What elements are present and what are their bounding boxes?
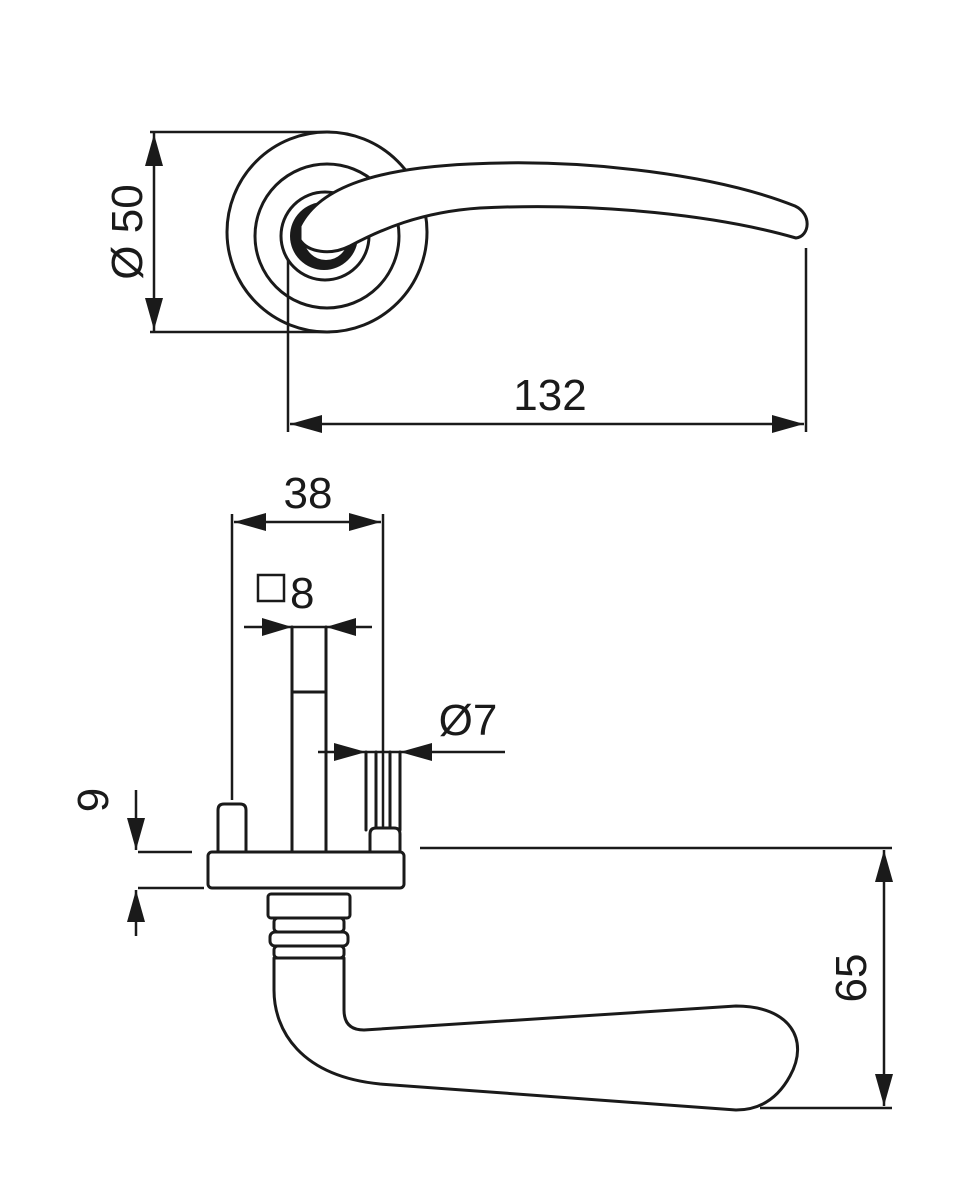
- arrow-pin-left: [234, 513, 266, 531]
- pin-left: [216, 802, 248, 854]
- rose-plate: [206, 850, 406, 890]
- arrow-down: [145, 298, 163, 330]
- lever-side-view: [272, 956, 800, 1112]
- arrow-thickness-down: [127, 818, 145, 850]
- arrow-projection-down: [875, 1074, 893, 1106]
- arrow-left: [290, 415, 322, 433]
- side-view: 38 8 Ø7: [69, 469, 893, 1112]
- square-symbol: [256, 573, 286, 603]
- neck-ring-3: [272, 944, 346, 960]
- rose-diameter-label: Ø 50: [103, 184, 152, 279]
- arrow-thickness-up: [127, 890, 145, 922]
- pin-right-base: [368, 826, 402, 854]
- neck-ring-2: [268, 930, 350, 948]
- pin-spacing-label: 38: [284, 469, 333, 518]
- top-view: Ø 50 132: [103, 130, 809, 433]
- arrow-pin-dia-left: [334, 743, 366, 761]
- spindle-square-label: 8: [290, 569, 314, 618]
- arrow-right: [772, 415, 804, 433]
- arrow-spindle-right: [326, 618, 356, 636]
- arrow-pin-dia-right: [400, 743, 432, 761]
- arrow-spindle-left: [262, 618, 292, 636]
- collar-block: [266, 892, 352, 920]
- rose-inner-circle: [253, 162, 401, 310]
- arrow-projection-up: [875, 850, 893, 882]
- pin-diameter-label: Ø7: [439, 696, 498, 745]
- arrow-pin-right: [349, 513, 381, 531]
- handle-length-label: 132: [513, 371, 586, 420]
- handle-projection-label: 65: [827, 954, 876, 1003]
- rose-thickness-label: 9: [69, 788, 118, 812]
- neck-ring-1: [272, 916, 346, 934]
- lever-top-view: [298, 161, 809, 254]
- arrow-up: [145, 134, 163, 166]
